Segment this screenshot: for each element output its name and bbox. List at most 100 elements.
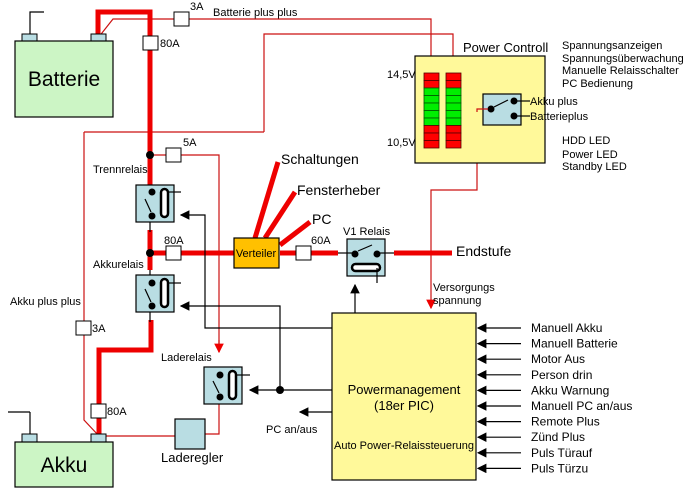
pm-subtitle: Auto Power-Relaissteuerung <box>334 440 474 452</box>
led-segment-green <box>423 117 440 126</box>
relay-coil <box>227 369 238 401</box>
pm-title: Powermanagement <box>348 382 461 397</box>
fuse-label: 60A <box>311 235 331 247</box>
relay-coil <box>350 262 382 273</box>
output-schaltungen: Schaltungen <box>281 151 359 167</box>
fuse-batterie-3a <box>173 11 190 27</box>
laderegler-label: Laderegler <box>161 450 224 465</box>
led-segment-green <box>445 102 462 111</box>
relay-label: Akkurelais <box>93 259 144 271</box>
wire-batterie-minus <box>29 11 44 38</box>
feature-item: Manuelle Relaisschalter <box>562 65 679 77</box>
led-item: HDD LED <box>562 135 610 147</box>
wire-fensterheber <box>262 190 298 240</box>
led-bar-akku <box>445 72 462 149</box>
label-spannung: spannung <box>433 295 481 307</box>
wire-akku-plus-plus <box>83 132 100 437</box>
led-segment-red <box>423 125 440 134</box>
relay-lade: Laderelais <box>161 352 250 405</box>
wire-batterie-main <box>95 9 153 185</box>
fuse-label: 80A <box>160 38 180 50</box>
wire-batterie-plus-plus <box>97 18 432 73</box>
junction-verteiler <box>146 249 154 257</box>
input-label: Akku Warnung <box>531 383 609 397</box>
led-segment-red <box>423 140 440 149</box>
power-control: Power Controll 14,5V 10,5V Akku plus Bat… <box>387 40 684 173</box>
pm-subtitle-pic: (18er PIC) <box>374 398 434 413</box>
led-segment-green <box>445 110 462 119</box>
led-segment-green <box>423 102 440 111</box>
scale-low-label: 10,5V <box>387 137 416 149</box>
led-segment-red <box>423 72 440 81</box>
label-versorgungs: Versorgungs <box>433 282 495 294</box>
relay-label: Laderelais <box>161 352 212 364</box>
led-segment-green <box>423 110 440 119</box>
fuse-5a <box>165 147 182 163</box>
wire-ctrl-akkurelais <box>179 301 281 390</box>
scale-high-label: 14,5V <box>387 69 416 81</box>
wire-akku-plus-to-pc <box>263 33 454 132</box>
input-label: Puls Türauf <box>531 446 593 460</box>
verteiler: Verteiler Schaltungen Fensterheber PC <box>233 151 381 269</box>
wire-akku-main <box>96 320 154 436</box>
relay-coil <box>159 187 170 219</box>
label-batterie-plus-plus: Batterie plus plus <box>213 7 298 19</box>
input-label: Zünd Plus <box>531 430 585 444</box>
wire-pc <box>278 220 312 247</box>
feature-item: PC Bedienung <box>562 78 633 90</box>
fuse-verteiler-80a <box>165 245 182 261</box>
relay-label: Trennrelais <box>93 164 148 176</box>
akku-label: Akku <box>41 454 88 477</box>
battery-aux: Akku <box>14 433 114 488</box>
relay-v1: V1 Relais <box>338 226 394 283</box>
wire-schaltungen <box>252 161 281 239</box>
led-segment-red <box>445 80 462 89</box>
feature-item: Spannungsüberwachung <box>562 53 684 65</box>
fuse-label: 80A <box>107 406 127 418</box>
relay-coil <box>159 277 170 309</box>
fuse-v1-60a <box>295 245 312 261</box>
akku-minus-terminal <box>21 433 38 443</box>
wire-ctrl-trennrelais <box>179 210 332 329</box>
power-control-title: Power Controll <box>463 40 548 55</box>
input-label: Manuell PC an/aus <box>531 399 632 413</box>
led-segment-red <box>445 72 462 81</box>
fuses: 80A 3A 5A 80A 60A 3A 80A <box>75 1 331 419</box>
led-bar-batterie <box>423 72 440 149</box>
input-label: Person drin <box>531 368 592 382</box>
output-fensterheber: Fensterheber <box>297 182 381 198</box>
led-segment-red <box>423 132 440 141</box>
fuse-label: 3A <box>92 323 106 335</box>
feature-item: Spannungsanzeigen <box>562 40 662 52</box>
label-akku-plus-plus: Akku plus plus <box>10 296 81 308</box>
input-label: Manuell Batterie <box>531 337 618 351</box>
fuse-label: 5A <box>183 137 197 149</box>
relay-label: V1 Relais <box>343 226 391 238</box>
laderegler-box <box>174 418 206 450</box>
verteiler-box <box>233 237 280 269</box>
battery-label: Batterie <box>28 68 100 91</box>
led-item: Power LED <box>562 149 618 161</box>
battery-body <box>14 40 114 118</box>
wire-laderegler-relais <box>205 400 220 435</box>
output-pc: PC <box>312 211 331 227</box>
fuse-label: 3A <box>190 1 204 13</box>
led-segment-red <box>445 132 462 141</box>
label-pc-an-aus: PC an/aus <box>266 424 318 436</box>
akku-body <box>14 441 114 488</box>
led-segment-green <box>423 95 440 104</box>
switch-label-batterie: Batterieplus <box>530 111 589 123</box>
led-segment-red <box>445 140 462 149</box>
led-item: Standby LED <box>562 161 627 173</box>
led-segment-green <box>445 95 462 104</box>
powermanagement: Powermanagement (18er PIC) Auto Power-Re… <box>331 312 632 481</box>
junction-laderelais <box>276 386 284 394</box>
led-segment-green <box>423 87 440 96</box>
fuse-label: 80A <box>164 235 184 247</box>
powermanagement-box <box>331 312 477 481</box>
relay-akku: Akkurelais <box>93 259 181 313</box>
led-segment-green <box>445 87 462 96</box>
fuse-akku-80a <box>90 403 107 419</box>
